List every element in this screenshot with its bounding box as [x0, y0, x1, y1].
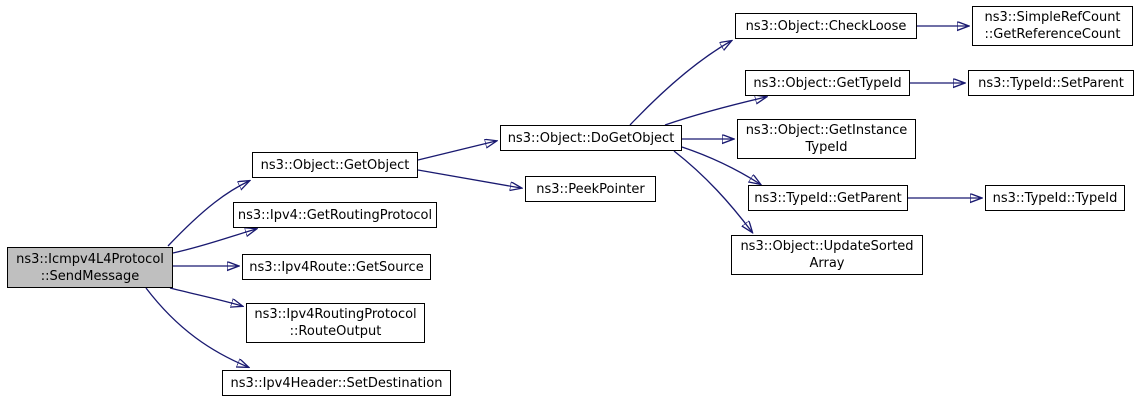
node-object-getinstancetypeid[interactable]: ns3::Object::GetInstance TypeId [737, 119, 916, 159]
node-ipv4route-getsource[interactable]: ns3::Ipv4Route::GetSource [242, 254, 431, 280]
edge-sendmessage-getroutingprotocol [172, 229, 256, 254]
node-object-gettypeid[interactable]: ns3::Object::GetTypeId [745, 70, 910, 96]
node-typeid-setparent[interactable]: ns3::TypeId::SetParent [968, 70, 1134, 96]
node-typeid-getparent[interactable]: ns3::TypeId::GetParent [748, 185, 908, 211]
edge-dogetobject-checkloose [629, 41, 731, 126]
edge-sendmessage-routeoutput [169, 287, 242, 306]
node-peekpointer[interactable]: ns3::PeekPointer [525, 176, 656, 202]
node-ipv4-getroutingprotocol[interactable]: ns3::Ipv4::GetRoutingProtocol [233, 202, 437, 228]
node-object-checkloose[interactable]: ns3::Object::CheckLoose [735, 13, 917, 39]
edge-dogetobject-updatesortedarray [673, 150, 752, 232]
node-typeid-typeid[interactable]: ns3::TypeId::TypeId [985, 185, 1125, 211]
edge-getobject-dogetobject [417, 141, 496, 161]
node-object-dogetobject[interactable]: ns3::Object::DoGetObject [500, 125, 682, 151]
node-ipv4header-setdestination[interactable]: ns3::Ipv4Header::SetDestination [222, 370, 451, 396]
edge-dogetobject-typeid-getparent [681, 146, 760, 184]
node-object-getobject[interactable]: ns3::Object::GetObject [252, 152, 418, 178]
edge-getobject-peekpointer [417, 169, 521, 188]
edge-dogetobject-gettypeid [664, 97, 766, 126]
edge-sendmessage-setdestination [145, 287, 248, 367]
node-ipv4routingprotocol-routeoutput[interactable]: ns3::Ipv4RoutingProtocol ::RouteOutput [246, 303, 425, 343]
node-simplerefcount-getreferencecount[interactable]: ns3::SimpleRefCount ::GetReferenceCount [972, 6, 1133, 46]
node-object-updatesortedarray[interactable]: ns3::Object::UpdateSorted Array [731, 235, 923, 275]
edge-sendmessage-getobject [167, 181, 249, 247]
node-icmpv4l4protocol-sendmessage: ns3::Icmpv4L4Protocol ::SendMessage [7, 247, 173, 288]
